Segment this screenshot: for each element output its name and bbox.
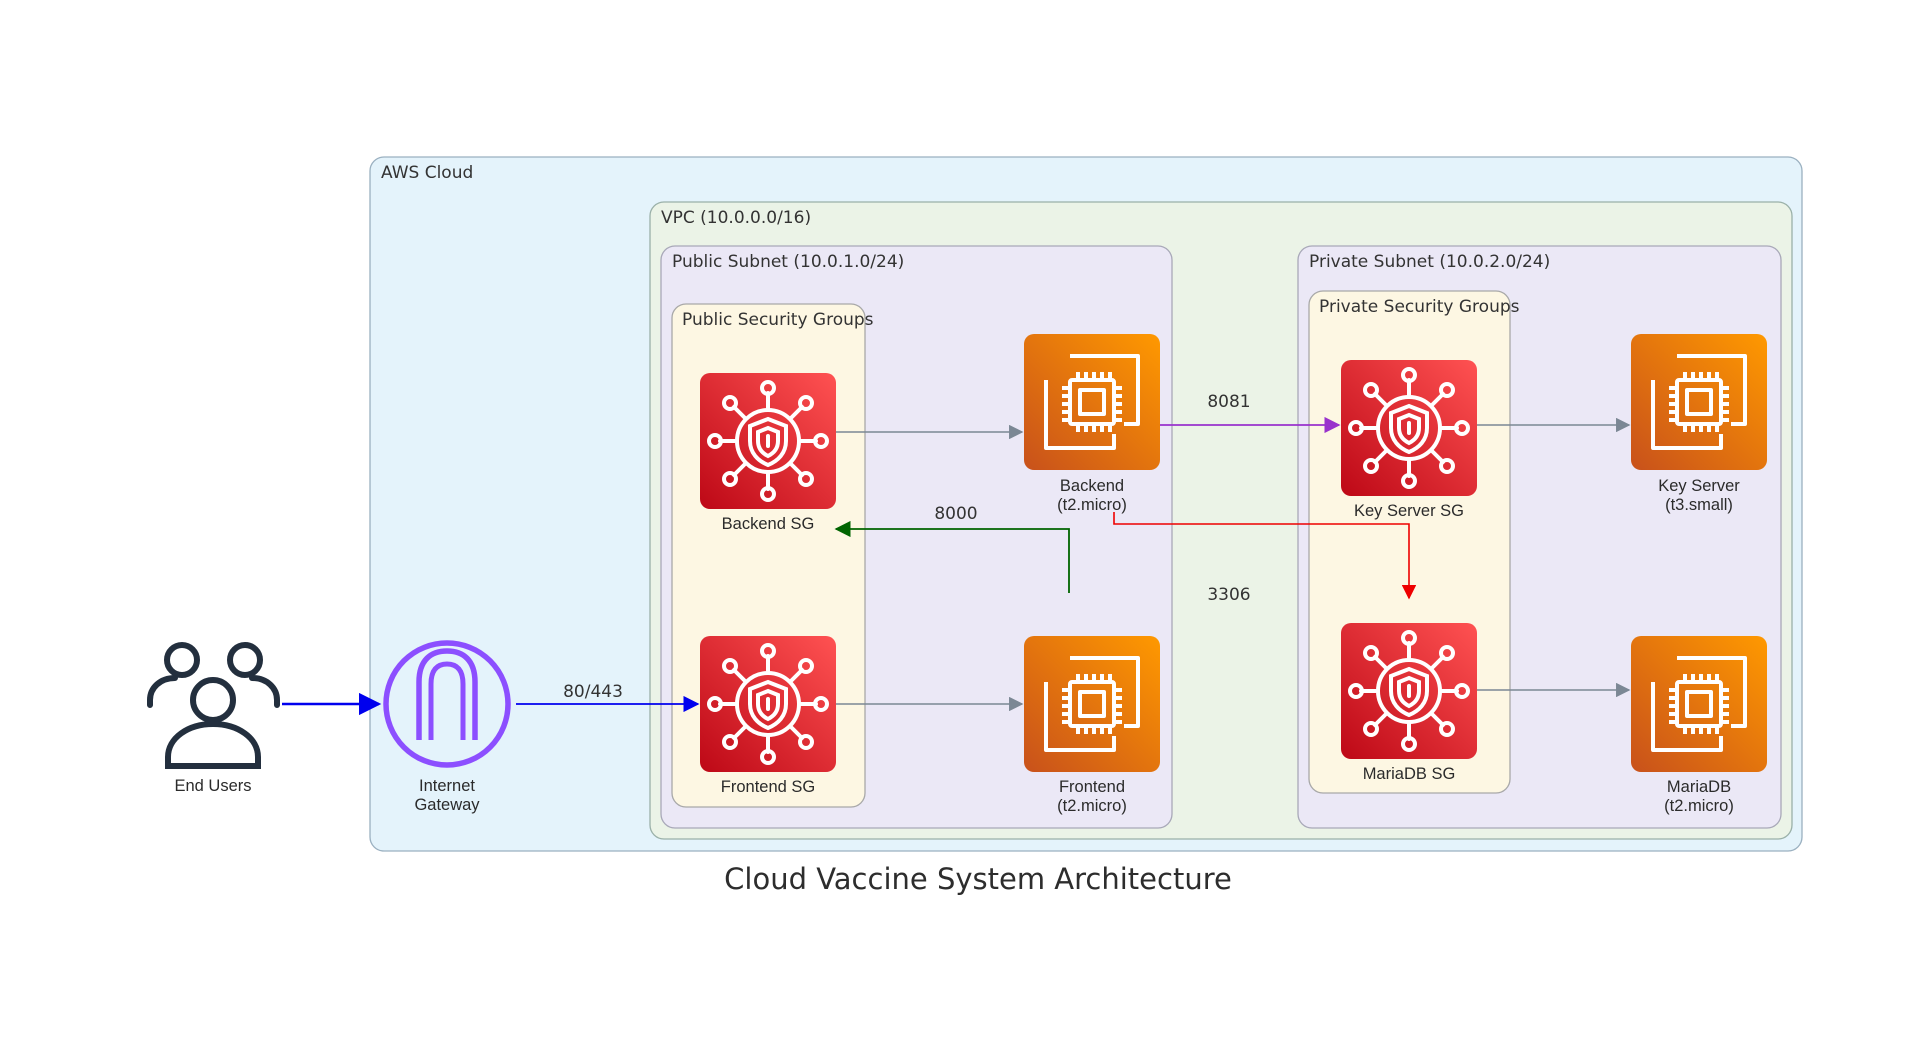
edges	[282, 416, 1631, 716]
diagram-title: Cloud Vaccine System Architecture	[724, 862, 1232, 896]
private-sg-label: Private Security Groups	[1319, 297, 1520, 317]
mariadb-sg-label: MariaDB SG	[1363, 765, 1456, 783]
key-server-sg-node[interactable]: Key Server SG	[1339, 358, 1479, 520]
edge-frontend-to-backend-sg	[834, 520, 1070, 593]
public-sg-label: Public Security Groups	[682, 310, 874, 330]
ec2-instance-chip-icon	[1629, 332, 1769, 472]
public-subnet-label: Public Subnet (10.0.1.0/24)	[672, 252, 904, 272]
internet-gateway-icon	[383, 640, 511, 768]
key-server-sg-label: Key Server SG	[1354, 502, 1464, 520]
security-group-shield-icon	[698, 371, 838, 511]
edge-label-key-api: 8081	[1207, 392, 1250, 412]
ec2-instance-chip-icon	[1022, 332, 1162, 472]
frontend-label-line2: (t2.micro)	[1057, 797, 1127, 815]
security-group-shield-icon	[698, 634, 838, 774]
private-subnet-label: Private Subnet (10.0.2.0/24)	[1309, 252, 1550, 272]
frontend-label-line1: Frontend	[1059, 778, 1125, 796]
mariadb-label-line2: (t2.micro)	[1664, 797, 1734, 815]
users-icon	[147, 642, 280, 769]
vpc-label: VPC (10.0.0.0/16)	[661, 208, 811, 228]
frontend-sg-label: Frontend SG	[721, 778, 815, 796]
mariadb-label-line1: MariaDB	[1667, 778, 1731, 796]
ec2-instance-chip-icon	[1022, 634, 1162, 774]
security-group-shield-icon	[1339, 358, 1479, 498]
mariadb-instance-node[interactable]: MariaDB (t2.micro)	[1629, 634, 1769, 815]
edge-label-backend-api: 8000	[934, 504, 977, 524]
internet-gateway-label-line2: Gateway	[414, 796, 480, 814]
backend-label-line2: (t2.micro)	[1057, 496, 1127, 514]
key-server-instance-node[interactable]: Key Server (t3.small)	[1629, 332, 1769, 514]
aws-cloud-label: AWS Cloud	[381, 163, 473, 183]
backend-sg-label: Backend SG	[722, 515, 815, 533]
edge-label-https: 80/443	[563, 682, 623, 702]
key-server-label-line1: Key Server	[1658, 477, 1740, 495]
key-server-label-line2: (t3.small)	[1665, 496, 1733, 514]
security-group-shield-icon	[1339, 621, 1479, 761]
end-users-label: End Users	[174, 777, 251, 795]
frontend-sg-node[interactable]: Frontend SG	[698, 634, 838, 796]
internet-gateway-label-line1: Internet	[419, 777, 475, 795]
edge-backend-to-mariadb-sg	[1113, 512, 1417, 600]
mariadb-sg-node[interactable]: MariaDB SG	[1339, 621, 1479, 783]
ec2-instance-chip-icon	[1629, 634, 1769, 774]
backend-sg-node[interactable]: Backend SG	[698, 371, 838, 533]
internet-gateway-node[interactable]: Internet Gateway	[383, 640, 511, 814]
backend-label-line1: Backend	[1060, 477, 1124, 495]
end-users-node[interactable]: End Users	[147, 642, 280, 795]
frontend-instance-node[interactable]: Frontend (t2.micro)	[1022, 634, 1162, 815]
backend-instance-node[interactable]: Backend (t2.micro)	[1022, 332, 1162, 514]
edge-label-db: 3306	[1207, 585, 1250, 605]
